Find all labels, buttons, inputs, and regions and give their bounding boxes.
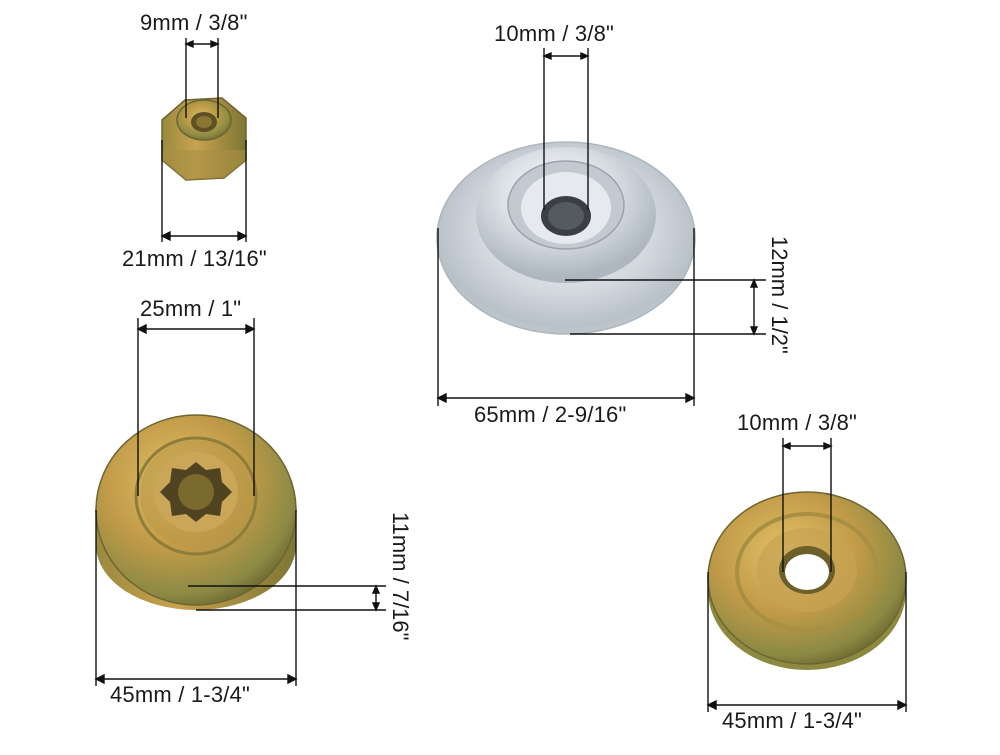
washer-hole-label: 10mm / 3/8" [737, 410, 858, 435]
cup-diameter-label: 65mm / 2-9/16" [474, 402, 627, 427]
splined-adapter [95, 414, 297, 610]
splined-dimension-lines [94, 318, 386, 686]
cup-height-label: 12mm / 1/2" [767, 236, 792, 354]
washer-diameter-label: 45mm / 1-3/4" [722, 708, 863, 733]
nut-dimension-lines [160, 38, 248, 242]
splined-diameter-label: 45mm / 1-3/4" [110, 682, 251, 707]
splined-inner-label: 25mm / 1" [140, 296, 242, 321]
washer-dimension-lines [706, 438, 908, 712]
cup-hole-label: 10mm / 3/8" [494, 21, 615, 46]
nut-width-label: 21mm / 13/16" [122, 246, 267, 271]
cup-dimension-lines [436, 48, 766, 406]
splined-thickness-label: 11mm / 7/16" [388, 512, 413, 641]
nut-thread-label: 9mm / 3/8" [140, 10, 248, 35]
silver-cup-washer [436, 141, 696, 335]
lock-nut [161, 97, 247, 181]
flat-washer [707, 491, 907, 670]
